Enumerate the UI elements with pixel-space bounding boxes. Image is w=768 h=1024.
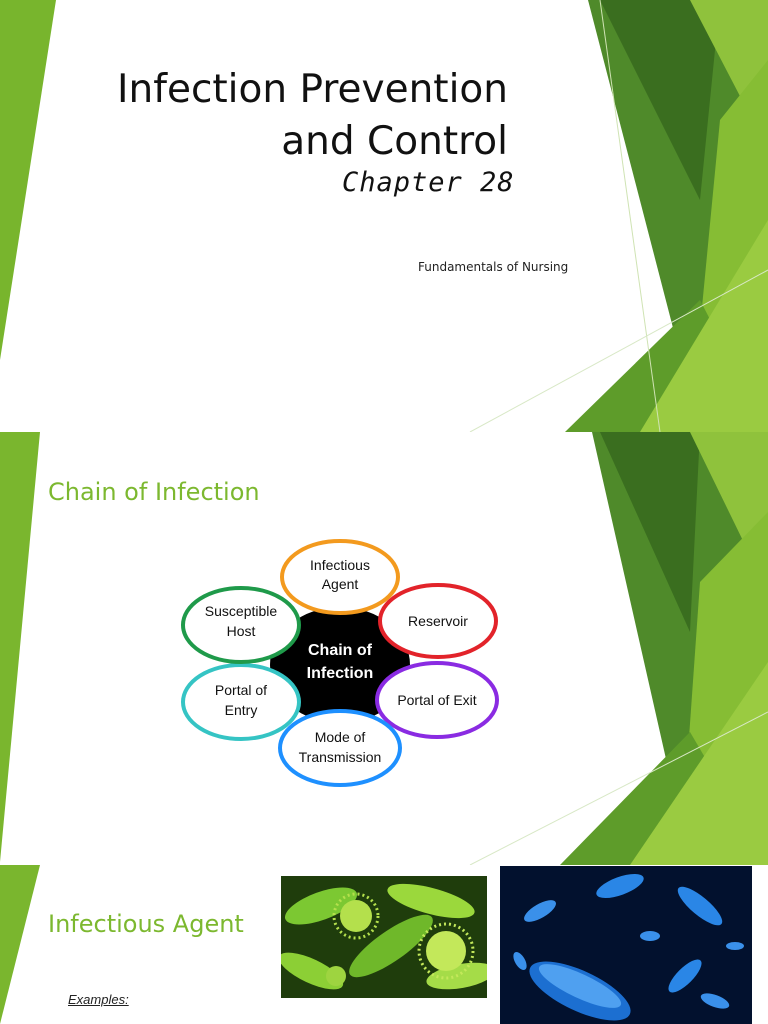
infectious-agent-title: Infectious Agent [48,910,244,938]
chain-of-infection-title: Chain of Infection [48,478,260,506]
node-label: Mode of [315,729,366,745]
examples-label: Examples: [68,992,129,1007]
node-susceptible-host: Susceptible Host [181,586,301,664]
node-portal-of-exit: Portal of Exit [375,661,499,739]
node-label: Portal of [215,682,267,698]
node-mode-of-transmission: Mode of Transmission [278,709,402,787]
center-hub [270,607,410,723]
course-name: Fundamentals of Nursing [418,260,569,274]
title-line-2: and Control [281,119,508,164]
node-label: Portal of Exit [397,692,476,708]
blue-bacteria-image [500,866,752,1024]
green-bacteria-image [281,876,487,998]
node-label: Agent [322,576,359,592]
green-facets-decoration [0,865,40,1024]
slide-title: Infection Prevention and Control Chapter… [0,0,768,432]
node-label: Transmission [299,749,382,765]
green-facets-decoration [0,432,768,865]
node-label: Host [227,623,256,639]
chapter-subtitle: Chapter 28 [342,167,515,198]
title-line-1: Infection Prevention [117,67,508,112]
center-label-line-2: Infection [307,665,374,682]
node-label: Entry [225,702,258,718]
green-facets-decoration [0,0,768,432]
node-label: Reservoir [408,613,468,629]
node-portal-of-entry: Portal of Entry [181,663,301,741]
chain-of-infection-diagram: Chain of Infection Infectious Agent Rese… [180,532,500,794]
node-label: Susceptible [205,603,278,619]
center-label-line-1: Chain of [308,642,373,659]
slide-title-heading: Infection Prevention and Control [117,64,508,168]
node-infectious-agent: Infectious Agent [280,539,400,615]
node-reservoir: Reservoir [378,583,498,659]
node-label: Infectious [310,557,370,573]
